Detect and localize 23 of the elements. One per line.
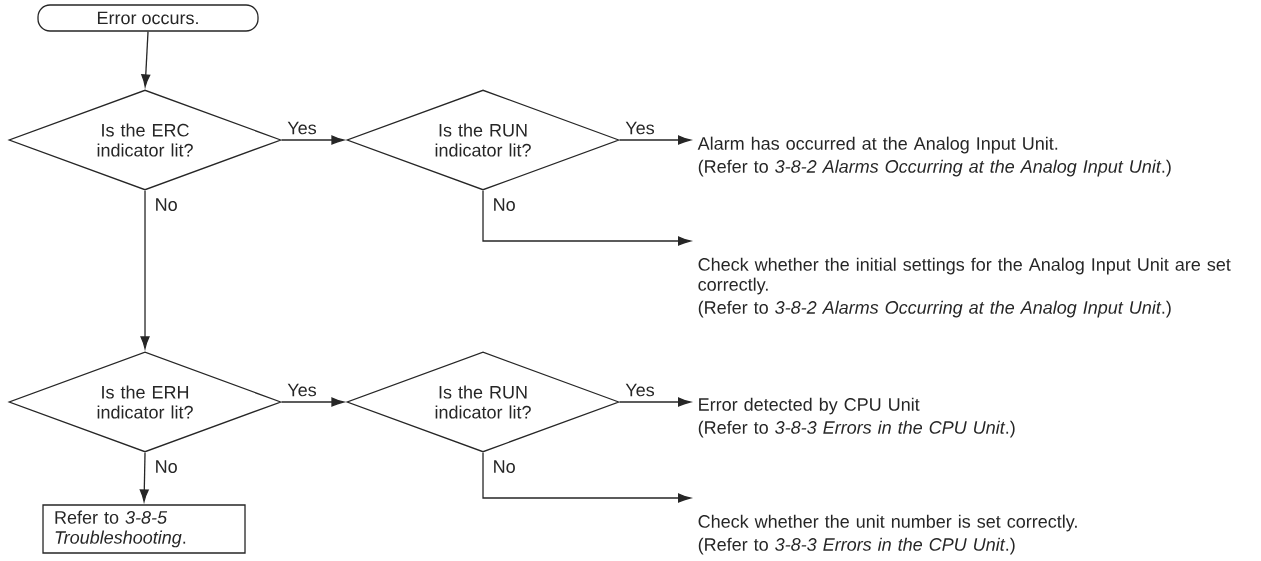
arrow — [141, 31, 151, 87]
result-text: Check whether the initial settings for the Analog Input Unit are set correctly. (Refer to 3-8-2 Alarms Occurring at the Analog Input Unit.) — [698, 257, 1231, 318]
arrow — [139, 452, 149, 502]
arrow — [482, 452, 691, 503]
arrow — [281, 135, 344, 145]
arrow — [619, 135, 691, 145]
result-text: Error detected by CPU Unit (Refer to 3-8-3 Errors in the CPU Unit.) — [698, 397, 1015, 438]
edge-label: No — [153, 459, 179, 474]
result-text: Check whether the unit number is set correctly. (Refer to 3-8-3 Errors in the CPU Unit.) — [698, 514, 1077, 555]
edge-label: No — [491, 459, 517, 474]
edge-label: No — [491, 197, 517, 212]
arrow — [619, 397, 691, 407]
edge-label: Yes — [624, 382, 656, 398]
result-text: Alarm has occurred at the Analog Input Unit. (Refer to 3-8-2 Alarms Occurring at the Analog Input Unit.) — [697, 136, 1171, 177]
process-box: Refer to 3-8-5 Troubleshooting. — [42, 504, 246, 554]
edge-label: No — [153, 197, 179, 212]
edge-label: Yes — [286, 382, 318, 398]
edge-label: Yes — [624, 120, 656, 136]
arrow — [482, 190, 691, 246]
arrow — [140, 190, 150, 349]
start-terminal: Error occurs. — [37, 4, 259, 32]
arrow — [281, 397, 344, 407]
edge-label: Yes — [286, 120, 318, 136]
